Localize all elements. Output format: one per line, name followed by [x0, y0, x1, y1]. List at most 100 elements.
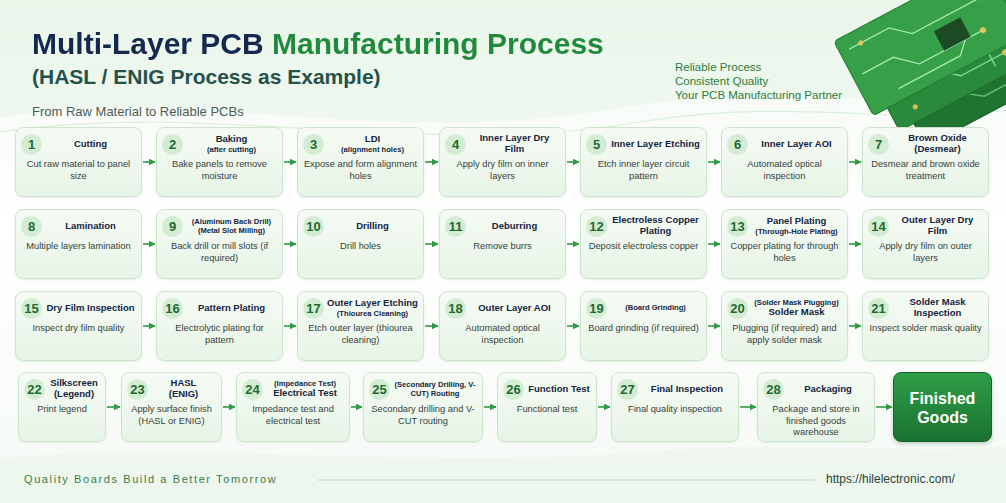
step-heading: Brown Oxide: [908, 133, 967, 144]
step-number: 16: [162, 298, 183, 319]
process-box: 21Solder Mask InspectionInspect solder m…: [862, 291, 989, 361]
result-box: Finished Goods: [893, 372, 992, 442]
box-body: Cut raw material to panel size: [21, 159, 136, 182]
step-number: 4: [445, 134, 466, 155]
box-body: Drill holes: [303, 241, 418, 253]
step-heading: Baking: [216, 134, 248, 145]
heading-column: Drilling: [327, 221, 418, 232]
step-description: Deposit electroless copper: [586, 241, 701, 253]
heading-column: (Aluminum Back Drill) (Metal Slot Millin…: [186, 217, 277, 235]
box-body: Apply dry film on inner layers: [445, 159, 560, 182]
box-body: Automated optical inspection: [445, 323, 560, 346]
box-header: 2Baking(after cutting): [162, 133, 277, 155]
step-number: 11: [445, 216, 466, 237]
box-header: 18Outer Layer AOI: [445, 297, 560, 319]
step-heading: Electrical Test: [273, 388, 337, 399]
heading-column: Pattern Plating: [186, 303, 277, 314]
step-heading: Panel Plating: [767, 216, 827, 227]
process-box: 10DrillingDrill holes: [297, 209, 424, 279]
step-heading: Final Inspection: [651, 384, 723, 395]
flow-arrow: [284, 161, 296, 163]
heading-column: Outer Layer Etching(Thiourea Cleaning): [327, 298, 418, 318]
box-header: 9(Aluminum Back Drill) (Metal Slot Milli…: [162, 215, 277, 237]
process-box: 12Electroless Copper PlatingDeposit elec…: [580, 209, 707, 279]
step-subheading: (after cutting): [207, 145, 256, 154]
step-description: Etch outer layer (thiourea cleaning): [303, 323, 418, 346]
process-box: 16Pattern PlatingElectrolytic plating fo…: [156, 291, 283, 361]
box-header: 10Drilling: [303, 215, 418, 237]
box-body: Remove burrs: [445, 241, 560, 253]
heading-column: (Impedance Test)Electrical Test: [266, 379, 344, 399]
heading-column: Solder Mask Inspection: [892, 297, 983, 319]
heading-column: (Secondary Drilling, V-CUT) Routing: [393, 380, 477, 398]
step-heading: Silkscreen (Legend): [48, 378, 100, 400]
box-header: 19(Board Grinding): [586, 297, 701, 319]
step-subheading: (Solder Mask Plugging): [754, 298, 838, 307]
heading-column: LDI(alignment holes): [327, 134, 418, 154]
process-box: 7Brown Oxide(Desmear)Desmear and brown o…: [862, 127, 989, 197]
heading-column: (Board Grinding): [610, 303, 701, 312]
box-header: 28Packaging: [763, 378, 869, 400]
slogan-line: Consistent Quality: [675, 75, 768, 89]
box-header: 23HASL(ENIG): [127, 378, 216, 400]
flow-arrow: [708, 325, 720, 327]
process-box: 17Outer Layer Etching(Thiourea Cleaning)…: [297, 291, 424, 361]
pcb-pad: [912, 104, 919, 111]
heading-column: Silkscreen (Legend): [48, 378, 100, 400]
box-header: 4Inner Layer Dry Film: [445, 133, 560, 155]
subtitle: (HASL / ENIG Process as Example): [32, 64, 381, 89]
step-number: 7: [868, 134, 889, 155]
slogan-line: Reliable Process: [675, 61, 761, 75]
step-description: Bake panels to remove moisture: [162, 159, 277, 182]
box-header: 3LDI(alignment holes): [303, 133, 418, 155]
tagline: From Raw Material to Reliable PCBs: [32, 104, 244, 120]
pcb-pad: [979, 26, 987, 34]
box-header: 1Cutting: [21, 133, 136, 155]
box-body: Functional test: [503, 404, 591, 416]
pcb-trace: [849, 0, 1001, 100]
footer-rule: [318, 480, 815, 481]
process-box: 2Baking(after cutting) Bake panels to rem…: [156, 127, 283, 197]
footer-slogan: Quality Boards Build a Better Tomorrow: [24, 473, 277, 486]
step-description: Final quality inspection: [617, 404, 733, 416]
step-heading: Outer Layer AOI: [478, 303, 551, 314]
box-header: 12Electroless Copper Plating: [586, 215, 701, 237]
step-number: 19: [586, 298, 607, 319]
step-description: Inspect solder mask quality: [868, 323, 983, 335]
flow-arrow: [876, 406, 892, 408]
process-box: 28PackagingPackage and store in finished…: [757, 372, 875, 442]
step-heading: HASL: [171, 378, 197, 389]
process-box: 11DeburringRemove burrs: [439, 209, 566, 279]
flow-arrow: [708, 243, 720, 245]
box-header: 15Dry Film Inspection: [21, 297, 136, 319]
pcb-chip: [934, 17, 971, 51]
step-heading: (Desmear): [914, 144, 960, 155]
box-header: 11Deburring: [445, 215, 560, 237]
step-description: Electrolytic plating for pattern: [162, 323, 277, 346]
step-description: Cut raw material to panel size: [21, 159, 136, 182]
step-number: 22: [24, 379, 45, 400]
step-description: Automated optical inspection: [445, 323, 560, 346]
flow-arrow: [223, 406, 235, 408]
step-description: Board grinding (if required): [586, 323, 701, 335]
heading-column: Electroless Copper Plating: [610, 215, 701, 237]
step-description: Drill holes: [303, 241, 418, 253]
step-description: Automated optical inspection: [727, 159, 842, 182]
heading-column: Inner Layer Etching: [610, 139, 701, 150]
box-body: Automated optical inspection: [727, 159, 842, 182]
box-header: 7 Brown Oxide(Desmear): [868, 133, 983, 155]
box-header: 21Solder Mask Inspection: [868, 297, 983, 319]
box-header: 16Pattern Plating: [162, 297, 277, 319]
step-heading: LDI: [365, 134, 380, 145]
process-box: 15Dry Film InspectionInspect dry film qu…: [15, 291, 142, 361]
heading-column: Inner Layer Dry Film: [469, 133, 560, 155]
box-header: 27Final Inspection: [617, 378, 733, 400]
step-description: Package and store in finished goods ware…: [763, 404, 869, 439]
main-title: Multi-Layer PCB Manufacturing Process: [32, 26, 604, 62]
step-heading: Dry Film Inspection: [46, 303, 134, 314]
process-box: 6Inner Layer AOIAutomated optical inspec…: [721, 127, 848, 197]
step-description: Multiple layers lamination: [21, 241, 136, 253]
process-box: 9(Aluminum Back Drill) (Metal Slot Milli…: [156, 209, 283, 279]
step-heading: Solder Mask: [769, 307, 825, 318]
